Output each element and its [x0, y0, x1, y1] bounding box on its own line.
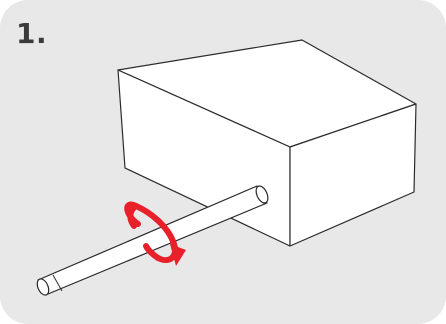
rod-ring: [52, 274, 63, 292]
box-side-face: [289, 103, 417, 247]
rod-tip: [36, 278, 50, 296]
step-number: 1.: [16, 17, 48, 50]
rod-end-inner: [255, 185, 269, 204]
rod-body: [37, 185, 268, 295]
rotate-arrow-icon: [124, 201, 186, 266]
device-box: [117, 39, 417, 247]
rod: [36, 185, 269, 296]
